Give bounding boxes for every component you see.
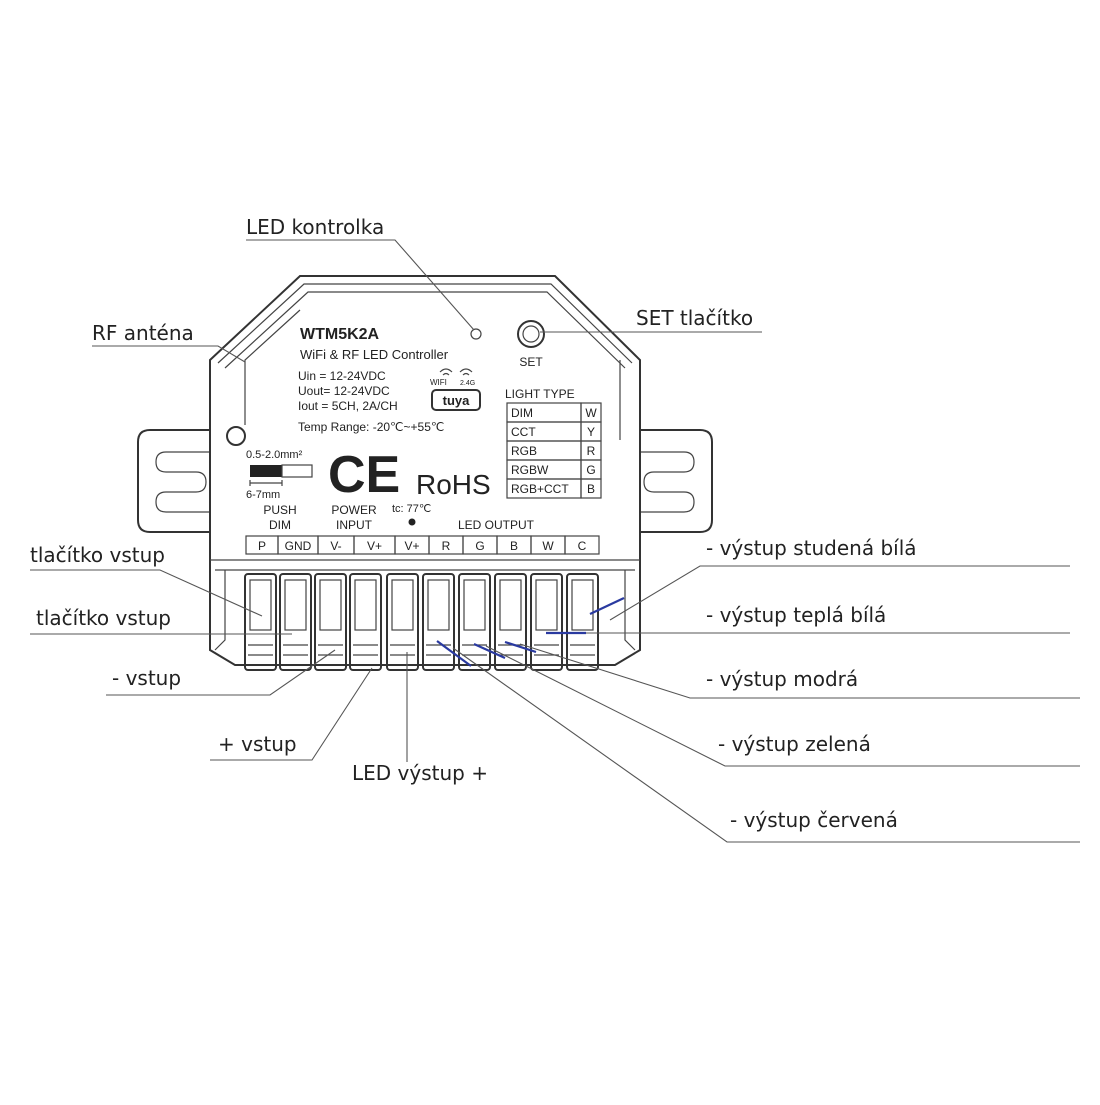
terminal-block	[244, 573, 599, 671]
callout-button-input-2: tlačítko vstup	[36, 606, 171, 630]
push-dim-label-2: DIM	[269, 518, 291, 532]
spec-uout: Uout= 12-24VDC	[298, 384, 390, 398]
terminal-slot[interactable]	[386, 573, 419, 671]
led-output-label: LED OUTPUT	[458, 518, 535, 532]
callout-set-button: SET tlačítko	[636, 306, 753, 330]
terminal-label: R	[442, 539, 451, 553]
wifi-icon	[439, 368, 473, 376]
tuya-badge	[431, 389, 481, 411]
leader-out-cold-white	[609, 565, 1070, 621]
terminal-label: V+	[367, 539, 382, 553]
led-indicator	[470, 328, 482, 340]
antenna-port	[226, 426, 246, 446]
light-type-code: R	[587, 444, 596, 458]
leader-rf-antenna	[92, 345, 246, 363]
light-type-code: G	[586, 463, 595, 477]
power-input-label-1: POWER	[331, 503, 377, 517]
light-type-table: DIM W CCT Y RGB R RGBW G RGB+CCT B	[506, 402, 602, 499]
ce-mark: CE	[328, 446, 400, 504]
light-type-name: RGB+CCT	[511, 482, 569, 496]
wifi-label: WIFI	[430, 378, 447, 387]
light-type-code-cell	[580, 478, 602, 499]
spec-uin: Uin = 12-24VDC	[298, 369, 386, 383]
terminal-label: P	[258, 539, 266, 553]
terminal-label: W	[542, 539, 554, 553]
terminal-labels: P GND V- V+ V+ R G B W C	[245, 535, 600, 555]
push-dim-label-1: PUSH	[263, 503, 296, 517]
callout-led-output-plus: LED výstup +	[352, 761, 488, 785]
light-type-code: Y	[587, 425, 595, 439]
leader-lines	[30, 239, 1080, 843]
callout-out-red: - výstup červená	[730, 808, 898, 832]
terminal-slot[interactable]	[279, 573, 312, 671]
spec-iout: Iout = 5CH, 2A/CH	[298, 399, 398, 413]
light-type-code: B	[587, 482, 595, 496]
light-type-code: W	[585, 406, 597, 420]
light-type-name: DIM	[511, 406, 533, 420]
light-type-name: RGB	[511, 444, 537, 458]
terminal-slot[interactable]	[494, 573, 527, 671]
leader-led-indicator	[246, 239, 475, 331]
terminal-slot[interactable]	[530, 573, 563, 671]
leader-out-red	[452, 647, 1080, 843]
wire-strip-icon	[249, 464, 313, 486]
leader-minus-input	[106, 649, 336, 696]
light-type-name: CCT	[511, 425, 536, 439]
set-button[interactable]	[517, 320, 545, 348]
wire-size-label: 0.5-2.0mm²	[246, 449, 303, 461]
terminal-slot[interactable]	[314, 573, 347, 671]
leader-button-input-1	[30, 569, 263, 617]
tc-label: tc: 77℃	[392, 503, 431, 515]
terminal-slot[interactable]	[244, 573, 277, 671]
leader-out-green	[485, 645, 1080, 767]
callout-rf-antenna: RF anténa	[92, 321, 194, 345]
terminal-slot[interactable]	[566, 573, 599, 671]
rf-antenna-trace	[244, 309, 301, 425]
terminal-label: GND	[285, 539, 312, 553]
callout-out-warm-white: - výstup teplá bílá	[706, 603, 886, 627]
band-label: 2.4G	[460, 380, 475, 387]
callout-out-blue: - výstup modrá	[706, 667, 858, 691]
terminal-label: B	[510, 539, 518, 553]
left-mounting-tab	[137, 429, 210, 533]
callout-button-input-1: tlačítko vstup	[30, 543, 165, 567]
light-type-title: LIGHT TYPE	[505, 387, 575, 401]
tuya-logo: tuya	[443, 393, 471, 408]
rohs-mark: RoHS	[416, 469, 491, 500]
light-type-name: RGBW	[511, 463, 549, 477]
spec-temp: Temp Range: -20℃~+55℃	[298, 420, 444, 434]
terminal-label-cell	[564, 535, 600, 555]
terminal-label: C	[578, 539, 587, 553]
leader-out-blue	[519, 643, 1080, 699]
terminal-label: V+	[404, 539, 419, 553]
device-subtitle: WiFi & RF LED Controller	[300, 347, 449, 362]
leader-plus-input	[210, 667, 373, 761]
callout-out-cold-white: - výstup studená bílá	[706, 536, 917, 560]
terminal-slot[interactable]	[349, 573, 382, 671]
set-label: SET	[519, 355, 543, 369]
right-mounting-tab	[640, 429, 713, 533]
terminal-slot[interactable]	[422, 573, 455, 671]
terminal-label: G	[475, 539, 484, 553]
strip-length-label: 6-7mm	[246, 489, 280, 501]
power-input-label-2: INPUT	[336, 518, 373, 532]
callout-plus-input: + vstup	[218, 732, 297, 756]
callout-minus-input: - vstup	[112, 666, 181, 690]
tc-dot	[408, 518, 416, 526]
model-name: WTM5K2A	[300, 326, 380, 343]
housing	[209, 275, 641, 666]
callout-led-indicator: LED kontrolka	[246, 215, 384, 239]
callout-out-green: - výstup zelená	[718, 732, 871, 756]
terminal-label: V-	[330, 539, 341, 553]
